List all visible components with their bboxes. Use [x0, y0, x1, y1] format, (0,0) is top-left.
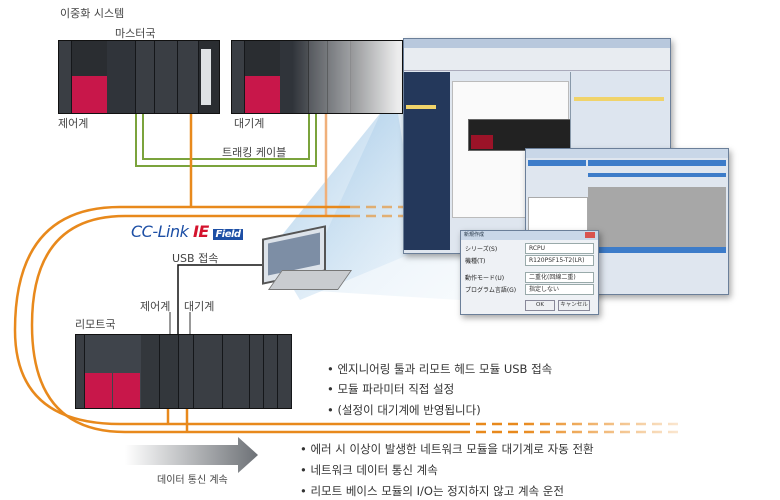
- series-select[interactable]: RCPU: [525, 243, 594, 254]
- feature-data-continue: • 네트워크 데이터 통신 계속: [300, 463, 438, 477]
- cc-link-ie-field-logo: CC-Link IE Field: [131, 222, 243, 241]
- new-project-dialog: 新規作成 シリーズ(S) RCPU 機種(T) R120PSF15-T2(LR)…: [460, 230, 599, 315]
- laptop-keyboard-icon: [267, 270, 353, 290]
- language-select[interactable]: 指定しない: [525, 284, 594, 295]
- usb-connection-label: USB 접속: [172, 252, 219, 265]
- type-label: 機種(T): [465, 258, 486, 265]
- language-label: プログラム言語(G): [465, 287, 517, 294]
- series-label: シリーズ(S): [465, 246, 498, 253]
- remote-control-label: 제어계: [140, 300, 171, 313]
- type-select[interactable]: R120PSF15-T2(LR): [525, 255, 594, 266]
- data-comm-continue-label: 데이터 통신 계속: [157, 475, 228, 486]
- remote-station-label: 리모트국: [75, 318, 116, 331]
- diagram-title: 이중화 시스템: [60, 7, 125, 20]
- remote-standby-label: 대기계: [184, 300, 215, 313]
- feature-auto-switch: • 에러 시 이상이 발생한 네트워크 모듈을 대기계로 자동 전환: [300, 442, 594, 456]
- tracking-cable-label: 트래킹 케이블: [222, 146, 287, 159]
- usb-cable: [177, 264, 265, 335]
- master-standby-plc: [231, 40, 403, 114]
- ok-button[interactable]: OK: [525, 300, 555, 311]
- mode-select[interactable]: 二重化(回線二重): [525, 272, 594, 283]
- remote-station-plc: [75, 334, 292, 409]
- cancel-button[interactable]: キャンセル: [558, 300, 590, 311]
- feature-direct-parameter: • 모듈 파라미터 직접 설정: [327, 382, 455, 396]
- close-icon[interactable]: [585, 232, 595, 238]
- tracking-cable: [135, 83, 317, 167]
- master-station-label: 마스터국: [115, 27, 156, 40]
- dialog-title: 新規作成: [461, 231, 598, 240]
- feature-usb-connection: • 엔지니어링 툴과 리모트 헤드 모듈 USB 접속: [327, 362, 553, 376]
- mode-label: 動作モード(U): [465, 275, 505, 282]
- control-system-label: 제어계: [58, 117, 89, 130]
- data-flow-arrow: [125, 437, 258, 473]
- master-control-plc: [58, 40, 220, 114]
- standby-system-label: 대기계: [234, 117, 265, 130]
- feature-standby-reflect: • (설정이 대기계에 반영됩니다): [327, 403, 481, 417]
- feature-io-continue: • 리모트 베이스 모듈의 I/O는 정지하지 않고 계속 운전: [300, 484, 564, 498]
- cable-fade: [520, 415, 700, 440]
